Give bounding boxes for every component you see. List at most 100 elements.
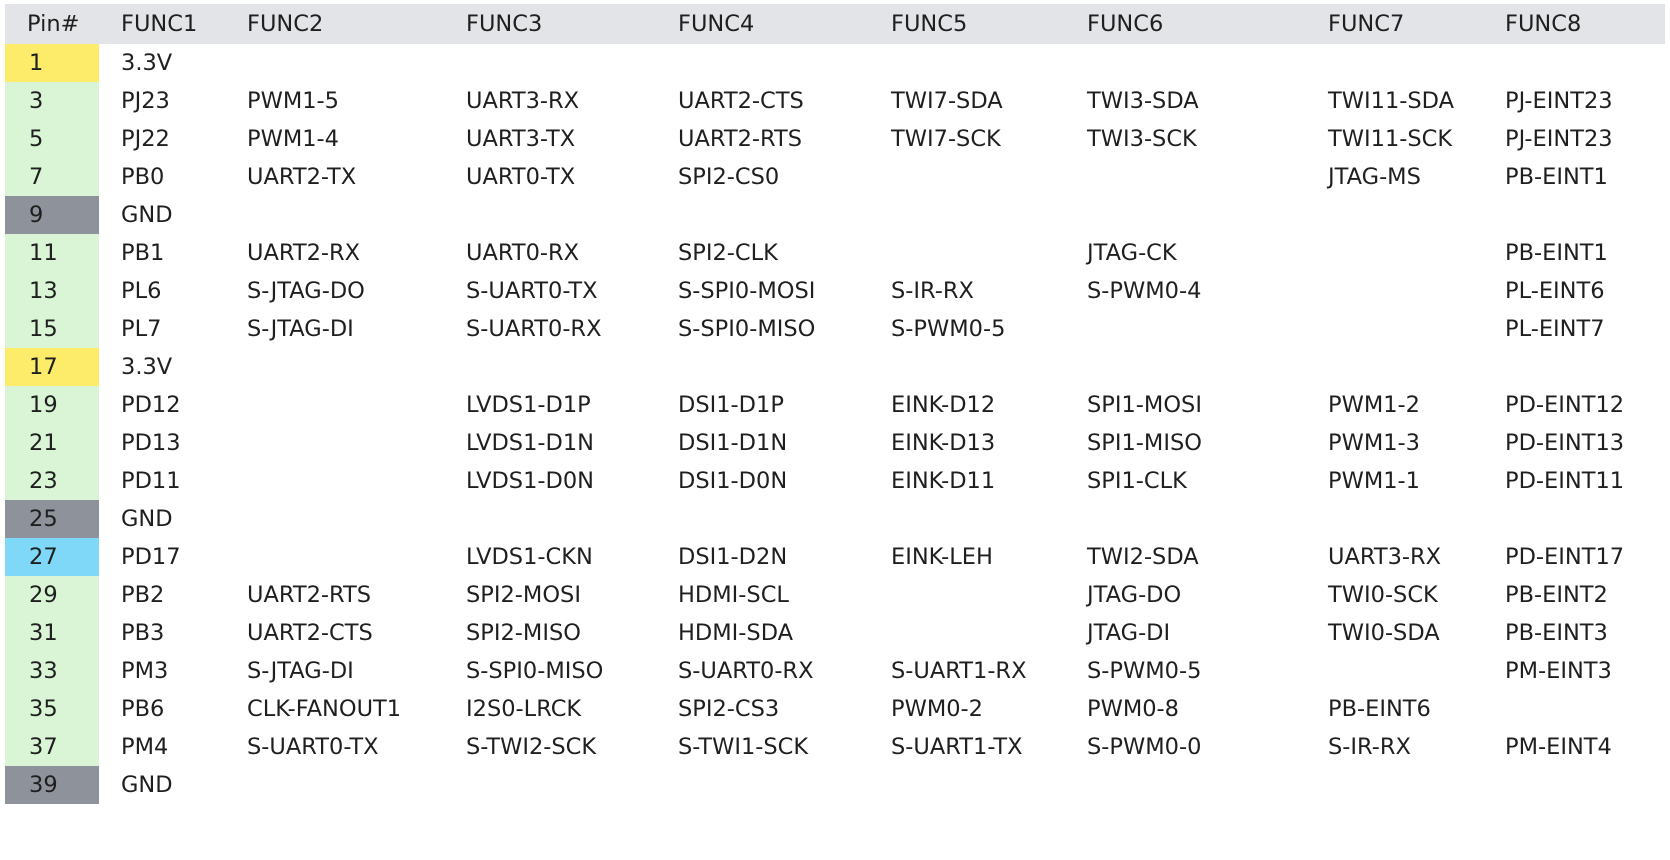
func1-cell: GND [121, 772, 173, 798]
func4-cell: UART2-RTS [678, 126, 803, 152]
func5-cell: S-UART1-TX [891, 734, 1023, 760]
func6-cell [1065, 766, 1306, 804]
func4-cell: DSI1-D1N [678, 430, 788, 456]
func1-cell: PM4 [121, 734, 169, 760]
func7-cell: PWM1-1 [1328, 468, 1420, 494]
func3-cell: SPI2-MISO [466, 620, 581, 646]
func6-cell: TWI3-SDA [1087, 88, 1199, 114]
func4-cell: DSI1-D2N [678, 544, 788, 570]
header-func4: FUNC4 [678, 11, 755, 37]
pin-number-cell: 17 [5, 348, 99, 386]
func2-cell: CLK-FANOUT1 [247, 696, 402, 722]
func1-cell: PJ22 [121, 126, 170, 152]
header-func1: FUNC1 [121, 11, 198, 37]
func6-cell [1065, 500, 1306, 538]
func2-cell [225, 500, 444, 538]
func7-cell: JTAG-MS [1328, 164, 1421, 190]
pin-number-cell: 15 [5, 310, 99, 348]
pin-number-cell: 33 [5, 652, 99, 690]
func3-cell: UART3-TX [466, 126, 576, 152]
pin-number-cell: 23 [5, 462, 99, 500]
func4-cell [656, 44, 869, 82]
header-func2: FUNC2 [247, 11, 324, 37]
func5-cell [869, 196, 1065, 234]
func3-cell [444, 196, 656, 234]
func7-cell: TWI0-SCK [1328, 582, 1438, 608]
func8-cell [1483, 500, 1665, 538]
func3-cell: S-UART0-TX [466, 278, 598, 304]
func2-cell: S-JTAG-DI [247, 658, 354, 684]
pin-number-cell: 37 [5, 728, 99, 766]
func6-cell: JTAG-CK [1087, 240, 1177, 266]
func4-cell [656, 500, 869, 538]
func6-cell [1065, 310, 1306, 348]
func4-cell: S-SPI0-MISO [678, 316, 816, 342]
func6-cell [1065, 158, 1306, 196]
func4-cell: SPI2-CLK [678, 240, 778, 266]
func6-cell: TWI3-SCK [1087, 126, 1197, 152]
func3-cell: LVDS1-D1N [466, 430, 594, 456]
pin-number-cell: 1 [5, 44, 99, 82]
func3-cell: UART0-RX [466, 240, 580, 266]
func2-cell [225, 766, 444, 804]
func5-cell: PWM0-2 [891, 696, 983, 722]
func7-cell: UART3-RX [1328, 544, 1442, 570]
func2-cell: PWM1-5 [247, 88, 339, 114]
func4-cell: DSI1-D1P [678, 392, 784, 418]
func8-cell: PD-EINT13 [1505, 430, 1625, 456]
func3-cell [444, 766, 656, 804]
func1-cell: PB0 [121, 164, 165, 190]
func8-cell: PD-EINT12 [1505, 392, 1625, 418]
func3-cell [444, 500, 656, 538]
func3-cell: LVDS1-CKN [466, 544, 593, 570]
func3-cell: SPI2-MOSI [466, 582, 581, 608]
func2-cell: S-UART0-TX [247, 734, 379, 760]
func7-cell: PWM1-2 [1328, 392, 1420, 418]
table-header: Pin# FUNC1 FUNC2 FUNC3 FUNC4 FUNC5 FUNC6… [5, 4, 1665, 44]
func8-cell [1483, 766, 1665, 804]
func5-cell [869, 348, 1065, 386]
func7-cell [1306, 500, 1483, 538]
func7-cell: TWI0-SDA [1328, 620, 1440, 646]
header-func6: FUNC6 [1087, 11, 1164, 37]
func1-cell: PB1 [121, 240, 165, 266]
func6-cell: S-PWM0-5 [1087, 658, 1202, 684]
func4-cell: S-SPI0-MOSI [678, 278, 816, 304]
header-pin: Pin# [27, 11, 80, 37]
func5-cell [869, 158, 1065, 196]
func4-cell: S-UART0-RX [678, 658, 814, 684]
func3-cell: LVDS1-D1P [466, 392, 591, 418]
func3-cell [444, 348, 656, 386]
func2-cell [225, 424, 444, 462]
func2-cell [225, 386, 444, 424]
func8-cell: PL-EINT6 [1505, 278, 1605, 304]
pin-number-cell: 13 [5, 272, 99, 310]
func6-cell: PWM0-8 [1087, 696, 1179, 722]
func2-cell: UART2-RX [247, 240, 361, 266]
pin-number-cell: 5 [5, 120, 99, 158]
func6-cell: SPI1-MOSI [1087, 392, 1202, 418]
func7-cell [1306, 310, 1483, 348]
func8-cell [1483, 44, 1665, 82]
func3-cell: S-SPI0-MISO [466, 658, 604, 684]
func6-cell [1065, 196, 1306, 234]
func7-cell: S-IR-RX [1328, 734, 1411, 760]
pin-number-cell: 39 [5, 766, 99, 804]
func4-cell: UART2-CTS [678, 88, 804, 114]
pin-number-cell: 29 [5, 576, 99, 614]
func5-cell: S-IR-RX [891, 278, 974, 304]
func3-cell: UART0-TX [466, 164, 576, 190]
func5-cell: TWI7-SDA [891, 88, 1003, 114]
func3-cell: UART3-RX [466, 88, 580, 114]
func4-cell [656, 766, 869, 804]
func2-cell: S-JTAG-DO [247, 278, 365, 304]
func2-cell: UART2-TX [247, 164, 357, 190]
func7-cell: TWI11-SCK [1328, 126, 1453, 152]
func6-cell [1065, 44, 1306, 82]
func1-cell: PL7 [121, 316, 162, 342]
